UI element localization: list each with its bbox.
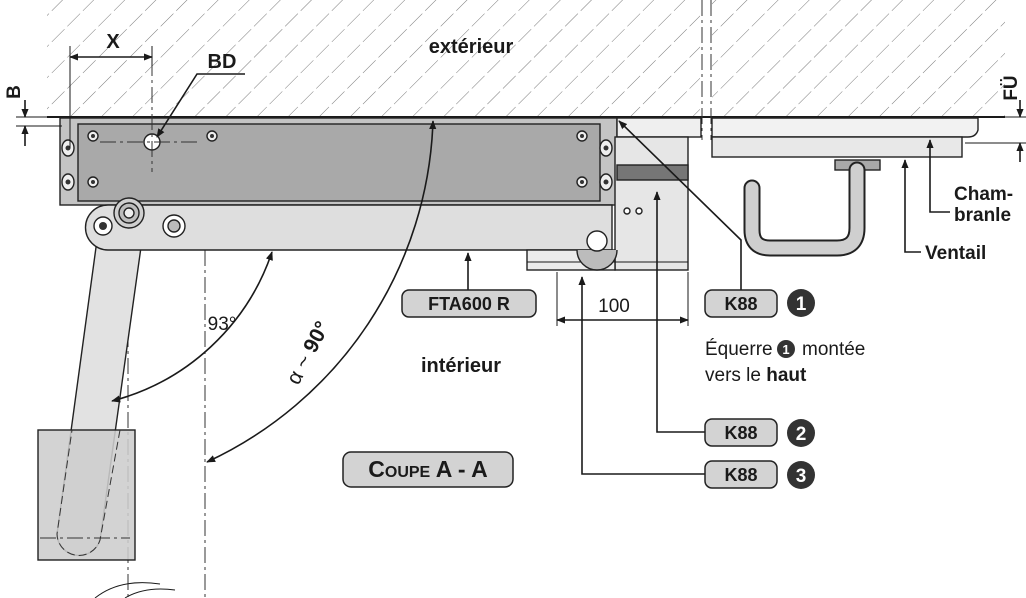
slide-block	[576, 249, 618, 271]
exterior-label: extérieur	[429, 36, 514, 58]
dimensions: X BD B FÜ 100 93° α ~ 90°	[4, 31, 1024, 463]
chambranle-profile	[711, 117, 979, 138]
k88-2-leader	[653, 191, 705, 433]
k88-1-frame	[704, 289, 778, 318]
door-arm-area	[37, 239, 206, 598]
bracket-block	[614, 136, 689, 271]
k88-3-number-badge	[787, 461, 815, 489]
wall	[47, 0, 1005, 140]
k88-2-part: K88	[724, 423, 757, 443]
rail-roller	[162, 214, 186, 238]
bracket-hole	[635, 207, 643, 215]
bracket-top-plate	[616, 117, 702, 138]
k88-callout-3: K88 3	[704, 460, 815, 489]
k88-1-leader	[618, 120, 742, 291]
screw	[61, 139, 75, 157]
text-labels: extérieur intérieur Cham- branle Ventail	[421, 36, 1013, 377]
angle-93-label: 93°	[208, 314, 237, 335]
ventail-leader	[901, 159, 921, 253]
screw	[576, 176, 588, 188]
section-label-text: Coupe A - A	[368, 456, 487, 482]
k88-2-frame	[704, 418, 778, 447]
b-dimension-label: B	[4, 85, 25, 99]
note-line1-end: montée	[802, 339, 865, 360]
frame-and-leaf	[711, 116, 1026, 257]
fta-label-frame	[401, 289, 537, 318]
screw	[576, 130, 588, 142]
plate-screws	[61, 130, 613, 191]
fu-dimension-label: FÜ	[1001, 75, 1022, 100]
ventail-label: Ventail	[925, 243, 986, 264]
ventail-profile	[711, 136, 963, 158]
note-line2-bold: haut	[766, 365, 807, 386]
arm-hidden-outline	[56, 429, 121, 556]
bracket-spacer	[616, 164, 689, 181]
screw	[87, 130, 99, 142]
slide-roller	[586, 230, 608, 252]
interior-label: intérieur	[421, 355, 501, 377]
note-line2: vers le haut	[705, 365, 807, 386]
door-handle	[743, 159, 881, 257]
pinion-gear	[113, 197, 145, 229]
section-label-box: Coupe A - A	[342, 451, 514, 488]
handle-grip	[745, 163, 864, 255]
k88-callout-2: K88 2	[704, 418, 815, 447]
k88-1-number: 1	[796, 294, 807, 315]
wall-right-hatch	[712, 0, 1005, 117]
chambranle-label-line2: branle	[954, 205, 1011, 226]
angle-alpha-label: α ~ 90°	[282, 318, 334, 389]
note-line1-start: Équerre	[705, 339, 773, 360]
bd-label: BD	[208, 51, 237, 73]
screw	[206, 130, 218, 142]
k88-callout-1: K88 1	[704, 289, 815, 318]
fta-label-text: FTA600 R	[428, 294, 510, 314]
note-number: 1	[782, 342, 789, 357]
wall-left-hatch	[47, 0, 700, 117]
note-line2-start: vers le	[705, 365, 766, 386]
dim-100-label: 100	[598, 296, 630, 317]
break-curve-b	[124, 588, 176, 598]
screw	[87, 176, 99, 188]
leaders	[464, 120, 950, 475]
k88-3-leader	[578, 276, 705, 475]
k88-2-number-badge	[787, 419, 815, 447]
arm-pivot	[93, 216, 113, 236]
screw	[599, 173, 613, 191]
fta-label-box: FTA600 R	[401, 289, 537, 318]
arm-block	[37, 429, 136, 561]
closer-body	[84, 197, 613, 251]
section-label-frame	[342, 451, 514, 488]
handle-outline	[743, 161, 866, 257]
k88-1-number-badge	[787, 289, 815, 317]
k88-bracket-assembly	[526, 117, 702, 271]
screw	[61, 173, 75, 191]
bracket-hole	[623, 207, 631, 215]
k88-3-frame	[704, 460, 778, 489]
k88-3-number: 3	[796, 466, 807, 487]
break-curve-a	[94, 582, 161, 598]
x-dimension-label: X	[106, 31, 120, 53]
mounting-note: Équerre 1 montée vers le haut	[705, 339, 865, 386]
angle-alpha-arc	[206, 120, 437, 463]
chambranle-leader	[926, 139, 950, 213]
k88-1-part: K88	[724, 294, 757, 314]
k88-3-part: K88	[724, 465, 757, 485]
bd-leader	[156, 73, 245, 138]
note-number-badge	[777, 340, 795, 358]
screw	[599, 139, 613, 157]
chambranle-label-line1: Cham-	[954, 184, 1013, 205]
k88-2-number: 2	[796, 424, 807, 445]
